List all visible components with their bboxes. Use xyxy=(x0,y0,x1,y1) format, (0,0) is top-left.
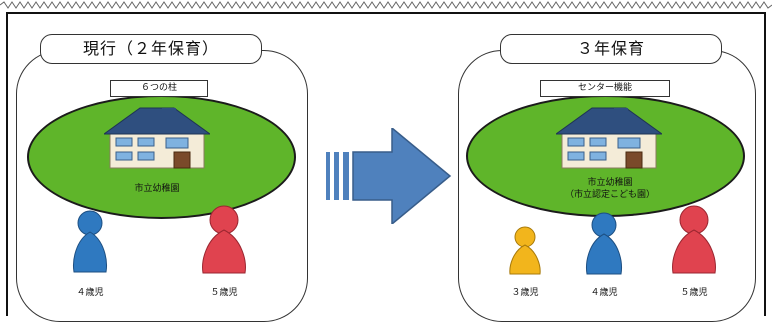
three-year-system-title: ３年保育 xyxy=(500,34,722,64)
current-system-title: 現行（２年保育） xyxy=(40,34,262,64)
six-pillars-tag: ６つの柱 xyxy=(110,80,208,97)
house-icon xyxy=(556,107,662,169)
person-figure-icon-age4 xyxy=(73,210,107,273)
kindergarten-caption: 市立幼稚園 xyxy=(134,184,180,194)
figure-label-age5: ５歳児 xyxy=(210,288,238,298)
person-figure-icon-age3 xyxy=(509,226,541,275)
figure-label-age4: ４歳児 xyxy=(590,288,618,298)
center-function-tag: センター機能 xyxy=(540,80,670,97)
person-figure-icon-age5 xyxy=(202,205,246,274)
top-border-zigzag xyxy=(0,1,772,9)
outer-frame xyxy=(6,12,766,316)
kindergarten-caption: 市立幼稚園 xyxy=(587,178,633,188)
person-figure-icon-age5 xyxy=(672,205,716,274)
figure-label-age3: ３歳児 xyxy=(511,288,539,298)
figure-label-age4: ４歳児 xyxy=(76,288,104,298)
figure-label-age5: ５歳児 xyxy=(680,288,708,298)
arrow-right-icon xyxy=(326,128,452,224)
house-icon xyxy=(104,107,210,169)
person-figure-icon-age4 xyxy=(586,212,622,275)
kindergarten-subcaption: （市立認定こども園） xyxy=(564,190,655,200)
